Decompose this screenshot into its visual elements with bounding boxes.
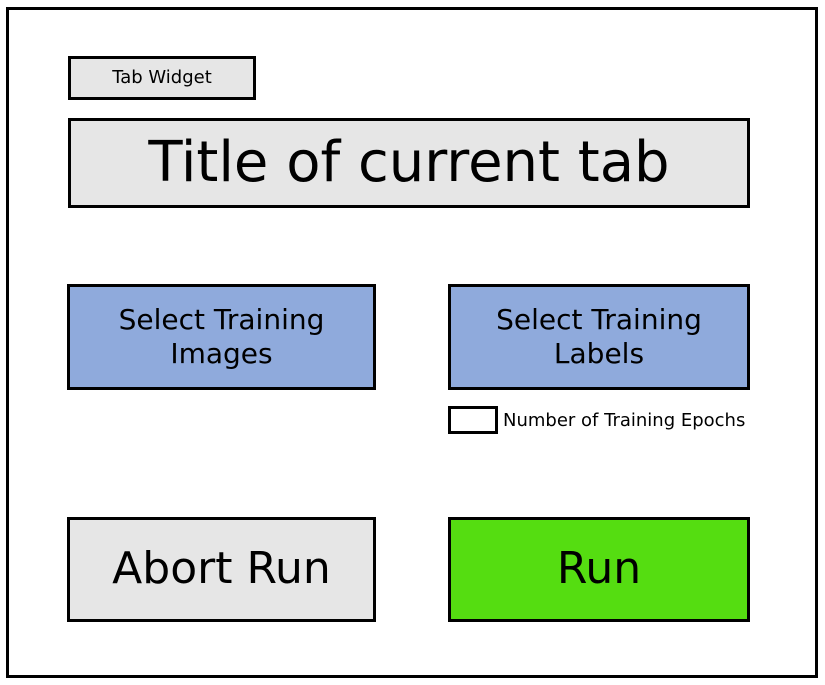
select-images-label-line1: Select Training: [118, 303, 325, 337]
select-labels-label-line1: Select Training: [496, 303, 702, 337]
run-button[interactable]: Run: [448, 517, 750, 622]
page-title-text: Title of current tab: [148, 130, 670, 196]
training-epochs-input[interactable]: [448, 406, 498, 434]
abort-run-label: Abort Run: [112, 543, 331, 595]
tab-widget[interactable]: Tab Widget: [68, 56, 256, 100]
select-labels-label-line2: Labels: [553, 337, 645, 370]
run-label: Run: [556, 543, 642, 595]
page-title: Title of current tab: [68, 118, 750, 208]
select-training-labels-button[interactable]: Select Training Labels: [448, 284, 750, 390]
select-training-images-button[interactable]: Select Training Images: [67, 284, 376, 390]
tab-widget-label: Tab Widget: [112, 67, 212, 89]
training-epochs-label: Number of Training Epochs: [503, 409, 746, 431]
select-images-label-line2: Images: [170, 337, 273, 370]
abort-run-button[interactable]: Abort Run: [67, 517, 376, 622]
